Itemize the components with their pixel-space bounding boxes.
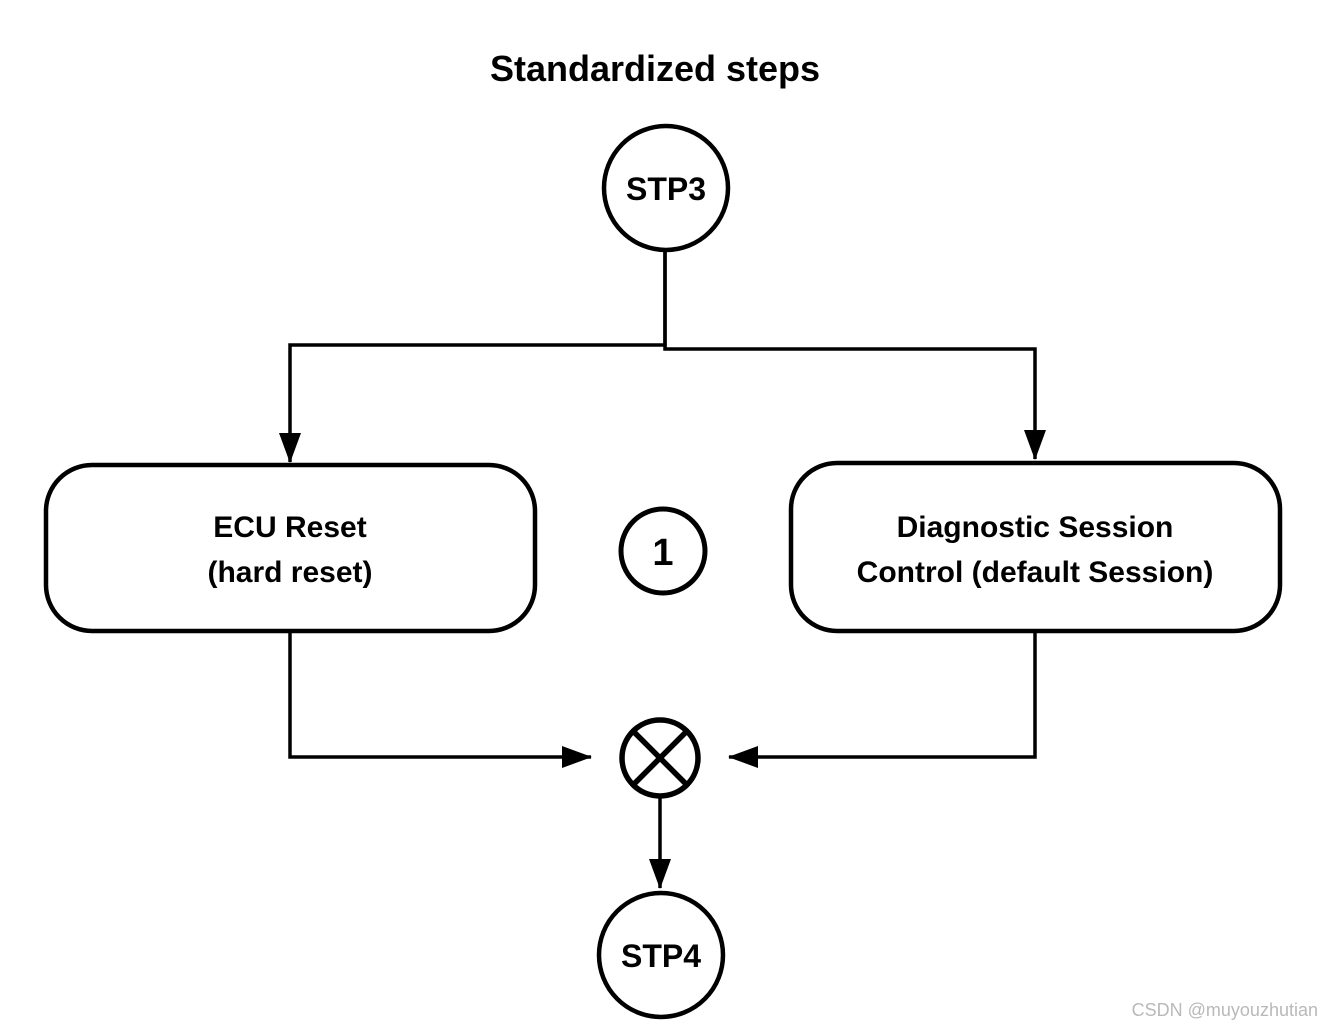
- xor-cross-line-2: [632, 730, 688, 786]
- ecu-reset-box: [43, 462, 538, 634]
- stp3-circle: [601, 123, 731, 253]
- node-annotation-1: 1: [618, 506, 708, 596]
- annotation-1-circle: [618, 506, 708, 596]
- node-stp3: STP3: [601, 123, 731, 253]
- watermark-text: CSDN @muyouzhutian: [1132, 1000, 1318, 1020]
- node-stp4: STP4: [596, 890, 726, 1020]
- diagnostic-session-label-line2: Control (default Session): [857, 556, 1214, 589]
- ecu-reset-label-line2: (hard reset): [207, 556, 372, 589]
- node-xor-gateway: [619, 717, 701, 799]
- stp3-label: STP3: [626, 171, 706, 207]
- edge-stp3-to-ecu-reset: [279, 250, 667, 463]
- stp4-circle: [596, 890, 726, 1020]
- ecu-reset-label-line1: ECU Reset: [213, 511, 366, 544]
- node-diagnostic-session: Diagnostic Session Control (default Sess…: [788, 460, 1283, 634]
- diagnostic-session-box: [788, 460, 1283, 634]
- edge-diagnostic-session-to-xor: [728, 630, 1037, 768]
- edge-ecu-reset-to-xor: [288, 630, 592, 768]
- diagram-title: Standardized steps: [490, 48, 820, 89]
- stp4-label: STP4: [621, 938, 701, 974]
- edge-stp3-to-diagnostic-session: [663, 250, 1046, 460]
- annotation-1-label: 1: [652, 532, 673, 574]
- node-ecu-reset: ECU Reset (hard reset): [43, 462, 538, 634]
- diagnostic-session-label-line1: Diagnostic Session: [897, 511, 1174, 544]
